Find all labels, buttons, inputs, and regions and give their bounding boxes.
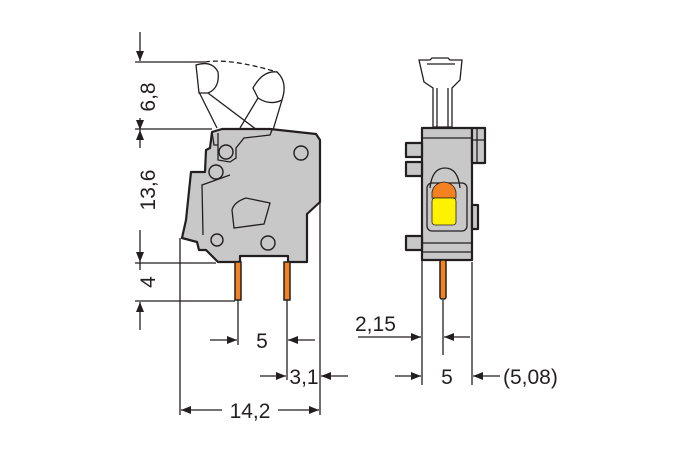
dim-lever-height: 6,8 xyxy=(137,82,160,111)
pin-front xyxy=(439,259,447,300)
actuator-orange xyxy=(431,181,457,199)
dim-pin-length: 4 xyxy=(137,276,160,288)
dim-pin-offset: 2,15 xyxy=(355,313,396,336)
dim-pin-to-edge: 3,1 xyxy=(289,366,318,389)
dim-alt-width: (5,08) xyxy=(503,366,558,389)
dim-body-height: 13,6 xyxy=(137,170,160,211)
lever-outline xyxy=(195,60,285,131)
dim-width: 5 xyxy=(441,366,453,389)
dim-pin-pitch: 5 xyxy=(256,330,268,353)
side-view: 6,8 13,6 4 5 3,1 14,2 xyxy=(135,32,348,423)
actuator-yellow xyxy=(431,197,457,226)
pin-2 xyxy=(283,261,291,301)
dim-overall-width: 14,2 xyxy=(230,400,271,423)
pin-1 xyxy=(234,261,242,301)
front-view: 2,15 5 (5,08) xyxy=(355,57,558,389)
